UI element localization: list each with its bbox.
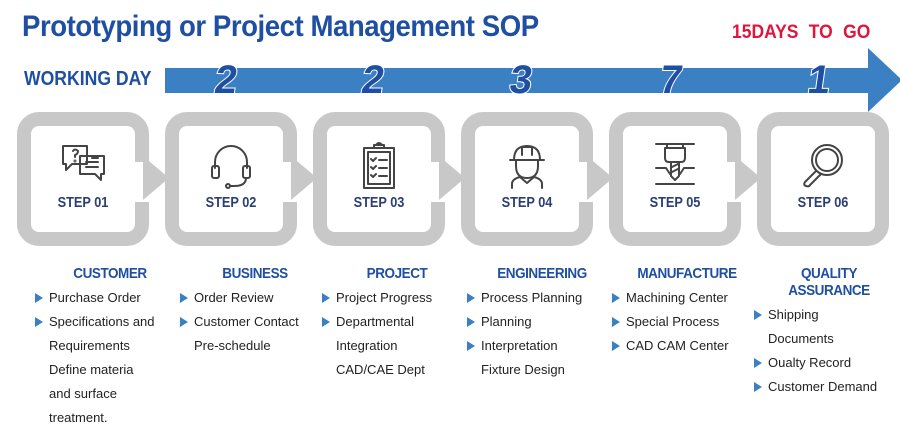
step-label: STEP 06 <box>797 194 849 211</box>
step-arrow-icon <box>735 156 761 200</box>
step-arrow-icon <box>291 156 317 200</box>
list-item: Fixture Design <box>481 362 565 377</box>
list-item: Planning <box>467 310 617 334</box>
countdown-label: 15DAYS TO GO <box>731 22 870 43</box>
column-title: BUSINESS <box>222 265 288 282</box>
step-arrow-icon <box>143 156 169 200</box>
magnifier-icon <box>803 144 843 188</box>
list-item: Purchase Order <box>35 286 185 310</box>
list-item: Documents <box>768 331 834 346</box>
list-item: Specifications and <box>35 310 185 334</box>
timeline-bar <box>165 68 870 93</box>
list-item: Shipping <box>754 303 900 327</box>
list-item: Customer Demand <box>754 375 900 399</box>
list-item: and surface <box>49 386 117 401</box>
list-item: Requirements <box>49 338 130 353</box>
timeline-arrowhead-icon <box>868 48 900 112</box>
list-item: Pre-schedule <box>194 338 271 353</box>
clipboard-checklist-icon <box>363 142 395 189</box>
headset-icon <box>211 145 251 189</box>
column-title: PROJECT <box>366 265 428 282</box>
list-item: Special Process <box>612 310 762 334</box>
step-box: STEP 01 <box>17 112 151 246</box>
list-item: CAD CAM Center <box>612 334 762 358</box>
step-label: STEP 04 <box>501 194 553 211</box>
list-item: Process Planning <box>467 286 617 310</box>
step-box: STEP 05 <box>609 112 743 246</box>
column-title: CUSTOMER <box>73 265 147 282</box>
list-item: Order Review <box>180 286 330 310</box>
chat-question-icon <box>62 145 105 181</box>
step-box: STEP 03 <box>313 112 447 246</box>
timeline-label: WORKING DAY <box>24 68 152 90</box>
column-title: ENGINEERING <box>497 265 587 282</box>
list-item: Oualty Record <box>754 351 900 375</box>
list-item: Project Progress <box>322 286 472 310</box>
day-count: 2 <box>211 57 241 103</box>
step-label: STEP 03 <box>353 194 405 211</box>
list-item: Departmental <box>322 310 472 334</box>
day-count: 3 <box>506 57 536 103</box>
list-item: treatment. <box>49 410 108 425</box>
column-title: MANUFACTURE <box>637 265 737 282</box>
day-count: 2 <box>358 57 388 103</box>
list-item: Define materia <box>49 362 134 377</box>
step-label: STEP 02 <box>205 194 257 211</box>
step-box: STEP 06 <box>757 112 889 246</box>
day-count: 1 <box>804 57 834 103</box>
list-item: CAD/CAE Dept <box>336 362 425 377</box>
step-arrow-icon <box>439 156 465 200</box>
page-title: Prototyping or Project Management SOP <box>22 10 539 43</box>
list-item: Machining Center <box>612 286 762 310</box>
step-box: STEP 02 <box>165 112 299 246</box>
step-label: STEP 01 <box>57 194 109 211</box>
column-title: QUALITY ASSURANCE <box>788 265 870 299</box>
engineer-hardhat-icon <box>509 145 545 189</box>
step-box: STEP 04 <box>461 112 595 246</box>
step-label: STEP 05 <box>649 194 701 211</box>
list-item: Interpretation <box>467 334 617 358</box>
list-item: Customer Contact <box>180 310 330 334</box>
day-count: 7 <box>656 57 686 103</box>
cnc-drill-icon <box>655 143 695 185</box>
list-item: Integration <box>336 338 398 353</box>
step-arrow-icon <box>587 156 613 200</box>
